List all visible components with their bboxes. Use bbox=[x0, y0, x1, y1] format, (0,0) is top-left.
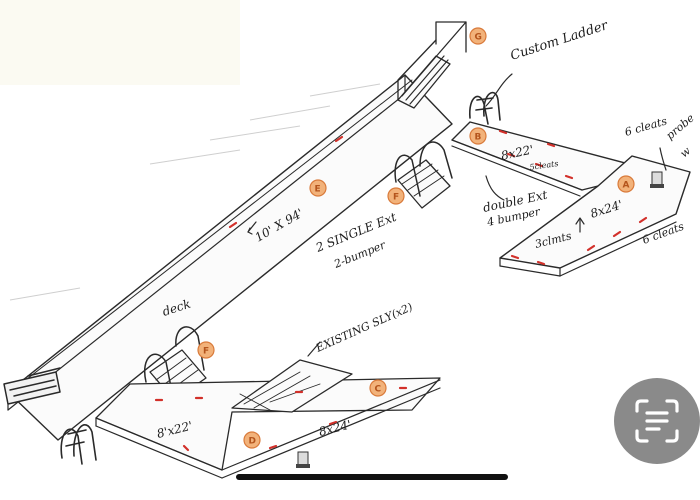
marker-f-lower: F bbox=[197, 341, 215, 359]
svg-text:D: D bbox=[249, 437, 256, 447]
label-dim-8x22-top: 8x22' bbox=[500, 142, 535, 163]
svg-text:F: F bbox=[203, 347, 209, 357]
marker-d: D bbox=[243, 431, 261, 449]
cleat-post-a bbox=[650, 171, 664, 188]
label-custom-ladder: Custom Ladder bbox=[509, 18, 611, 64]
existing-slips bbox=[95, 359, 441, 479]
svg-text:F: F bbox=[393, 193, 399, 203]
svg-text:G: G bbox=[475, 33, 482, 43]
label-cleats-6-top: 6 cleats bbox=[623, 114, 669, 139]
svg-text:B: B bbox=[475, 133, 482, 143]
marker-e: E bbox=[309, 179, 327, 197]
live-text-scan-icon bbox=[635, 399, 679, 443]
svg-text:E: E bbox=[315, 185, 321, 195]
svg-text:A: A bbox=[623, 181, 630, 191]
label-right-note-2: w bbox=[678, 144, 694, 160]
cleat-post-bottom bbox=[296, 451, 310, 468]
annotation-lines bbox=[247, 73, 667, 357]
paper-smudge bbox=[0, 0, 240, 85]
label-dim-8x24-bottom: 8x24' bbox=[317, 417, 352, 439]
marker-a: A bbox=[617, 175, 635, 193]
label-cleats-5: 5cleats bbox=[529, 159, 559, 172]
home-indicator[interactable] bbox=[236, 474, 508, 480]
gangway-f-upper bbox=[394, 141, 453, 209]
svg-text:C: C bbox=[375, 385, 382, 395]
custom-ladder-stairs bbox=[397, 21, 467, 109]
marker-c: C bbox=[369, 379, 387, 397]
live-text-button[interactable] bbox=[614, 378, 700, 464]
background-lines bbox=[9, 83, 381, 301]
bottom-left-stairs bbox=[3, 367, 61, 405]
dock-a bbox=[499, 155, 691, 277]
ladder-b bbox=[469, 91, 501, 125]
ladder-bottom bbox=[60, 424, 97, 465]
marker-g: G bbox=[469, 27, 487, 45]
label-right-note-1: probe bbox=[664, 111, 698, 142]
main-dock-e bbox=[7, 74, 453, 441]
label-existing-slips: EXISTING SLY(x2) bbox=[313, 300, 415, 355]
marker-b: B bbox=[469, 127, 487, 145]
marker-f-upper: F bbox=[387, 187, 405, 205]
